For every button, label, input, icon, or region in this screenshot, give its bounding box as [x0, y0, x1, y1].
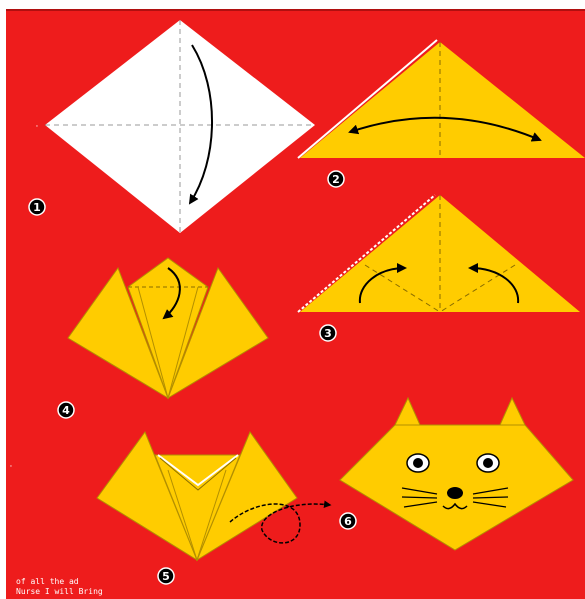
svg-text:': ' — [36, 124, 38, 132]
svg-text:2: 2 — [332, 173, 340, 186]
svg-text:6: 6 — [344, 515, 352, 528]
right-eye — [476, 453, 500, 473]
svg-text:3: 3 — [324, 327, 332, 340]
step-badge-6: 6 — [339, 512, 357, 530]
svg-text:1: 1 — [33, 201, 41, 214]
fold-arrow — [348, 116, 542, 142]
fold-arrow — [162, 267, 181, 320]
step-2-triangle — [297, 39, 585, 159]
svg-text:5: 5 — [162, 570, 170, 583]
whiskers — [401, 487, 509, 508]
fold-arrow — [358, 263, 407, 304]
fold-arrow — [188, 44, 213, 205]
step-badge-2: 2 — [327, 170, 345, 188]
credit-line-2: Nurse I will Bring — [16, 587, 103, 596]
svg-text:4: 4 — [62, 404, 70, 417]
step-1-square — [45, 20, 315, 233]
mouth — [442, 502, 468, 510]
turn-over-arrow — [229, 500, 332, 544]
left-eye — [406, 453, 430, 473]
nose — [447, 487, 463, 499]
step-badge-5: 5 — [157, 567, 175, 585]
step-badge-4: 4 — [57, 401, 75, 419]
step-5-shape — [96, 430, 332, 562]
svg-text:': ' — [10, 464, 12, 472]
credit-line-1: of all the ad — [16, 577, 79, 586]
step-6-cat-face — [339, 396, 574, 551]
step-badge-1: 1 — [28, 198, 46, 216]
step-4-shape — [67, 257, 269, 400]
fold-arrow — [468, 263, 520, 304]
step-3-triangle — [297, 194, 580, 313]
step-badge-3: 3 — [319, 324, 337, 342]
